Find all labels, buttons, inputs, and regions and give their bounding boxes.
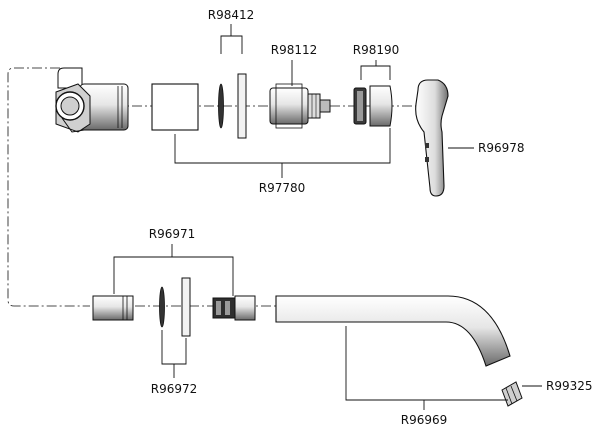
label-r96972: R96972 [151, 382, 198, 396]
lower-seal-ring-part [159, 286, 165, 328]
lever-handle-part [415, 79, 449, 197]
label-r98412: R98412 [208, 8, 255, 22]
centerline-connector [7, 67, 90, 307]
leader-lines-lower [113, 244, 542, 410]
spout-part [275, 295, 511, 367]
nut-and-cap-part [353, 85, 393, 127]
valve-body-part [55, 67, 129, 133]
label-r96978: R96978 [478, 141, 525, 155]
label-r96969: R96969 [401, 413, 448, 427]
threaded-connector-part [212, 295, 256, 321]
label-r99325: R99325 [546, 379, 593, 393]
label-r97780: R97780 [259, 181, 306, 195]
aerator-part [501, 381, 523, 407]
lower-backing-plate-part [181, 277, 191, 337]
label-r98190: R98190 [353, 43, 400, 57]
cartridge-part [269, 83, 331, 129]
leader-lines-upper [174, 24, 474, 178]
label-r96971: R96971 [149, 227, 196, 241]
label-r98112: R98112 [271, 43, 318, 57]
seal-ring-part [218, 83, 224, 129]
insert-sleeve-part [92, 295, 134, 321]
backing-plate-part [237, 73, 247, 139]
sleeve-part [151, 83, 199, 131]
